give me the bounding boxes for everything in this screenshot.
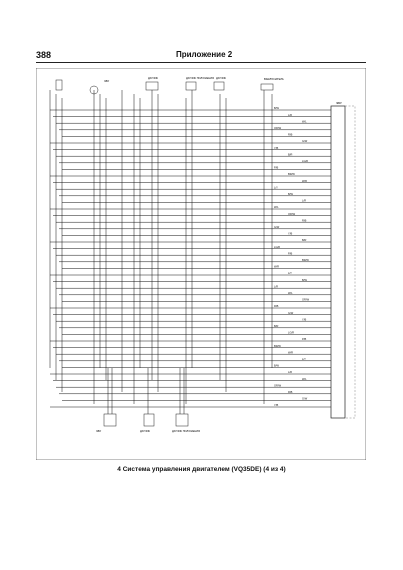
page-number: 388 xyxy=(36,50,52,60)
wire-color-label: W/L xyxy=(288,291,293,295)
wire-color-label: G/W xyxy=(274,225,280,229)
wire-harness xyxy=(49,90,345,414)
wire-color-label: G/W xyxy=(302,139,308,143)
wire-color-label: B/W xyxy=(288,192,293,196)
wire-color-label: Y/B xyxy=(288,232,292,236)
bottom-component-ecm-plug xyxy=(103,413,117,427)
wire-color-label: LG/R xyxy=(288,331,294,335)
wire-color-label: B/R xyxy=(274,324,278,328)
ecm-label: ЭБУ xyxy=(336,101,342,105)
wire-color-label: Y/B xyxy=(274,403,278,407)
wire-color-label: B/R xyxy=(288,152,292,156)
figure-caption: 4 Система управления двигателем (VQ35DE)… xyxy=(117,466,286,473)
wire-color-label: OR/W xyxy=(274,383,282,387)
wire-color-label: G/W xyxy=(288,311,294,315)
chapter-title: Приложение 2 xyxy=(176,50,233,59)
diagram-frame xyxy=(36,68,366,460)
wire-color-label: B/R xyxy=(302,238,306,242)
wire-color-label: W/L xyxy=(274,205,279,209)
wire-color-label: W/L xyxy=(302,377,307,381)
wire-color-label: OR/W xyxy=(274,126,282,130)
wire-color-label: B/W xyxy=(302,278,307,282)
wiring-diagram: B/W L/R W/L OR/W R/B G/W Y/B B/R LG/R P/B BR/W W/R L… xyxy=(36,68,366,460)
wire-color-label: L/Y xyxy=(302,357,306,361)
wire-color-label: L/Y xyxy=(274,185,278,189)
top-component-sensor-3 xyxy=(213,81,225,91)
wire-color-label: R/B xyxy=(302,218,307,222)
wire-color-label: L/R xyxy=(288,370,292,374)
wire-color-label: LG/R xyxy=(302,159,308,163)
wire-color-label: L/R xyxy=(302,199,306,203)
ecm-connector xyxy=(330,105,346,419)
top-component-switch xyxy=(260,83,274,91)
bottom-component-sensor-2 xyxy=(175,413,189,427)
top-component-relay xyxy=(89,85,99,95)
wire-color-label: BR/W xyxy=(302,258,309,262)
bottom-label-2: ДАТЧИК xyxy=(140,429,150,433)
top-component-sensor-2 xyxy=(185,81,197,91)
header-rule xyxy=(36,62,366,63)
wire-color-label: R/B xyxy=(274,304,279,308)
wire-color-label: BR/W xyxy=(288,172,295,176)
wire-color-label: L/Y xyxy=(288,271,292,275)
wire-color-label: L/R xyxy=(274,284,278,288)
wire-color-label: B/W xyxy=(274,364,279,368)
top-components: ЭБУ ДАТЧИК ДАТЧИК ПОЛОЖЕНИЯ ДАТЧИК ВЫКЛЮ… xyxy=(55,76,284,95)
wire-color-label: R/B xyxy=(288,390,293,394)
top-label-3: ДАТЧИК ПОЛОЖЕНИЯ xyxy=(186,76,214,80)
bottom-label-3: ДАТЧИК ПОЛОЖЕНИЯ xyxy=(172,429,200,433)
wire-color-label: W/R xyxy=(288,350,293,354)
wire-color-label: L/R xyxy=(288,113,292,117)
top-component-fuse xyxy=(55,79,63,91)
wire-color-label: OR/W xyxy=(288,212,296,216)
wire-color-label: P/B xyxy=(288,251,292,255)
page-header: 388 Приложение 2 xyxy=(36,50,366,62)
bottom-label-1: ЭБУ xyxy=(96,429,102,433)
ecm-dashed-edge xyxy=(344,105,356,419)
wire-color-label: P/B xyxy=(302,337,306,341)
wire-color-label: R/B xyxy=(288,133,293,137)
wire-color-label: W/R xyxy=(302,179,307,183)
top-label-5: ВЫКЛЮЧАТЕЛЬ xyxy=(264,77,284,81)
bottom-components: ЭБУ ДАТЧИК ДАТЧИК ПОЛОЖЕНИЯ xyxy=(96,413,200,433)
wire-color-label: Y/B xyxy=(302,317,306,321)
top-label-1: ЭБУ xyxy=(104,79,110,83)
wire-color-label: BR/W xyxy=(274,344,281,348)
bottom-component-sensor-1 xyxy=(143,413,155,427)
wire-color-label: OR/W xyxy=(302,298,310,302)
wire-color-label: W/L xyxy=(302,119,307,123)
wire-color-label: G/W xyxy=(302,397,308,401)
wire-labels: B/W L/R W/L OR/W R/B G/W Y/B B/R LG/R P/B BR/W W/R L… xyxy=(274,106,310,407)
top-component-sensor-1 xyxy=(145,81,159,91)
wire-color-label: B/W xyxy=(274,106,279,110)
wire-color-label: W/R xyxy=(274,265,279,269)
wire-color-label: Y/B xyxy=(274,146,278,150)
wire-color-label: P/B xyxy=(274,166,278,170)
top-label-4: ДАТЧИК xyxy=(216,76,226,80)
wire-color-label: LG/R xyxy=(274,245,280,249)
top-label-2: ДАТЧИК xyxy=(148,76,158,80)
